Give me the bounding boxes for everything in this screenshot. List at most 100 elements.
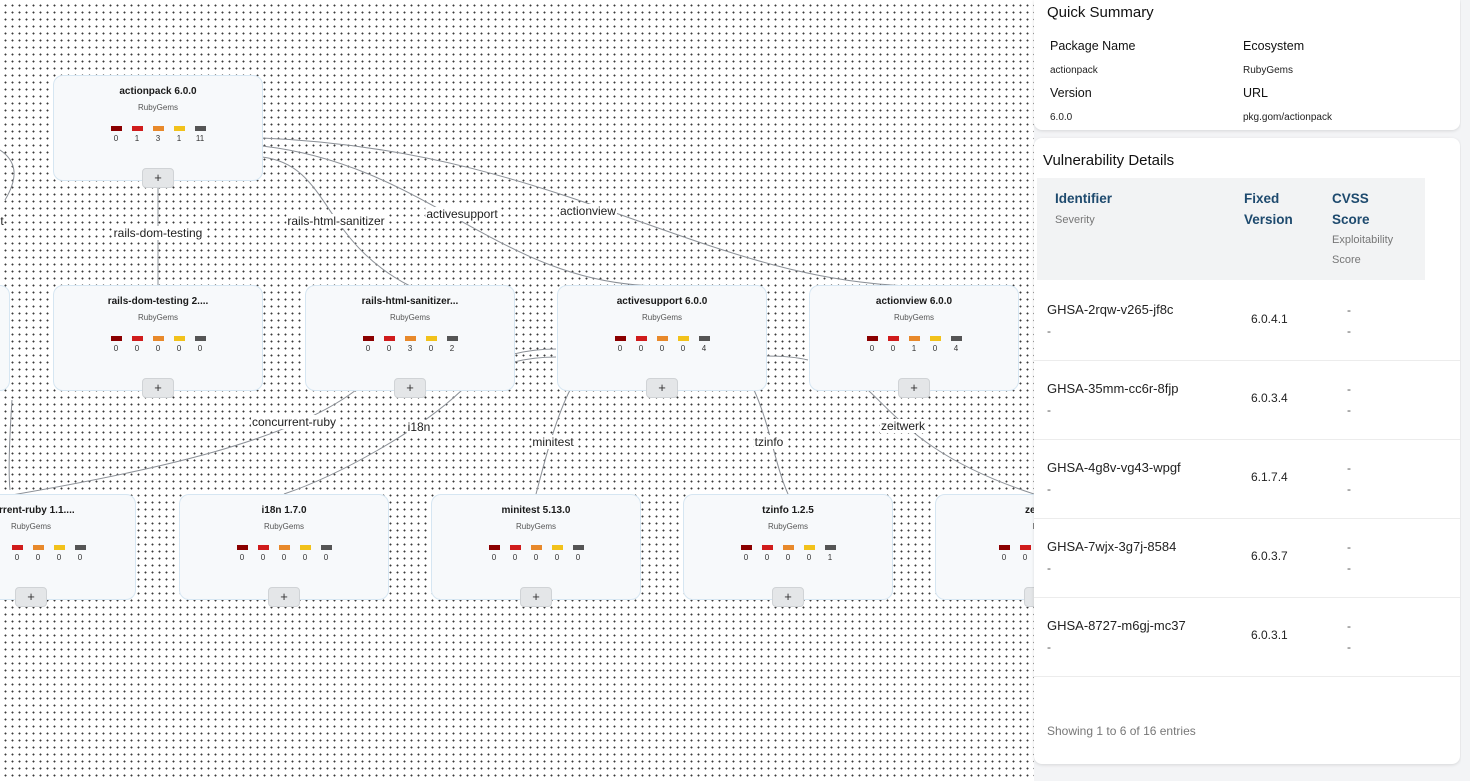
severity-count: 0 — [425, 336, 437, 353]
expand-node-button[interactable]: + — [15, 587, 47, 607]
column-exploitability-line2[interactable]: Score — [1332, 254, 1361, 266]
severity-count-value: 3 — [407, 344, 413, 353]
severity-count: 0 — [152, 336, 164, 353]
severity-count-value: 0 — [260, 553, 266, 562]
severity-count: 0 — [131, 336, 143, 353]
severity-color-bar — [635, 336, 647, 341]
fixed-version: 6.0.4.1 — [1251, 312, 1288, 326]
severity-color-bar — [572, 545, 584, 550]
severity-color-bar — [383, 336, 395, 341]
severity-count-value: 4 — [701, 344, 707, 353]
package-node-offscreen[interactable] — [0, 285, 10, 391]
severity-count-value: 1 — [827, 553, 833, 562]
column-fixed-version-line1[interactable]: Fixed — [1244, 191, 1280, 206]
severity-count-value: 0 — [1001, 553, 1007, 562]
edge-i18n — [283, 389, 463, 495]
severity-count-value: 0 — [1022, 553, 1028, 562]
severity-count-value: 0 — [428, 344, 434, 353]
vulnerability-severity: - — [1047, 640, 1051, 654]
expand-node-button[interactable]: + — [772, 587, 804, 607]
expand-node-button[interactable]: + — [394, 378, 426, 398]
cvss-score: - — [1347, 540, 1351, 554]
table-row[interactable]: GHSA-7wjx-3g7j-8584-6.0.3.7-- — [1034, 519, 1460, 598]
table-row[interactable]: GHSA-2rqw-v265-jf8c-6.0.4.1-- — [1034, 282, 1460, 361]
severity-color-bar — [236, 545, 248, 550]
severity-count-value: 0 — [197, 344, 203, 353]
severity-count-value: 0 — [932, 344, 938, 353]
table-row[interactable]: GHSA-4g8v-vg43-wpgf-6.1.7.4-- — [1034, 440, 1460, 519]
severity-count-value: 0 — [617, 344, 623, 353]
severity-color-bar — [110, 126, 122, 131]
expand-node-button[interactable]: + — [142, 168, 174, 188]
package-node-zeitwerk[interactable]: zeitweRub00+ — [935, 494, 1034, 607]
expand-node-button[interactable]: + — [898, 378, 930, 398]
severity-color-bar — [152, 336, 164, 341]
severity-count: 0 — [635, 336, 647, 353]
column-exploitability-line1[interactable]: Exploitability — [1332, 234, 1394, 246]
severity-color-bar — [299, 545, 311, 550]
quick-summary-panel: Quick Summary Package Name actionpack Ec… — [1034, 0, 1460, 130]
severity-count-value: 0 — [77, 553, 83, 562]
severity-count-value: 0 — [806, 553, 812, 562]
fixed-version: 6.1.7.4 — [1251, 470, 1288, 484]
edge-label-tzinfo: tzinfo — [753, 435, 785, 449]
edge-label-offscreen: t — [0, 214, 5, 228]
edge-label-minitest: minitest — [531, 435, 575, 449]
severity-color-bar — [152, 126, 164, 131]
edge-rails-html-sanitizer — [261, 156, 411, 287]
column-severity[interactable]: Severity — [1055, 214, 1095, 226]
expand-node-button[interactable]: + — [1024, 587, 1034, 607]
page-scrollbar[interactable] — [1461, 0, 1470, 781]
cvss-score: - — [1347, 461, 1351, 475]
version-label: Version — [1050, 86, 1092, 100]
edge-concurrent-ruby — [0, 389, 357, 498]
exploitability-score: - — [1347, 403, 1351, 417]
severity-count-value: 0 — [890, 344, 896, 353]
severity-count: 4 — [950, 336, 962, 353]
severity-count: 0 — [803, 545, 815, 562]
column-cvss-line2[interactable]: Score — [1332, 212, 1370, 227]
cvss-score: - — [1347, 303, 1351, 317]
severity-count-value: 0 — [638, 344, 644, 353]
severity-count-value: 3 — [155, 134, 161, 143]
node-ecosystem: Rub — [936, 522, 1034, 531]
expand-node-button[interactable]: + — [646, 378, 678, 398]
severity-count: 3 — [152, 126, 164, 143]
fixed-version: 6.0.3.7 — [1251, 549, 1288, 563]
severity-count: 1 — [908, 336, 920, 353]
severity-count: 0 — [887, 336, 899, 353]
severity-count: 0 — [740, 545, 752, 562]
column-cvss-line1[interactable]: CVSS — [1332, 191, 1369, 206]
severity-count: 1 — [173, 126, 185, 143]
table-row[interactable]: GHSA-8727-m6gj-mc37-6.0.3.1-- — [1034, 598, 1460, 677]
column-fixed-version-line2[interactable]: Version — [1244, 212, 1293, 227]
expand-node-button[interactable]: + — [142, 378, 174, 398]
version-value: 6.0.0 — [1050, 112, 1073, 123]
column-identifier[interactable]: Identifier — [1055, 191, 1113, 206]
table-row[interactable]: GHSA-35mm-cc6r-8fjp-6.0.3.4-- — [1034, 361, 1460, 440]
node-ecosystem: RubyGems — [389, 313, 430, 322]
severity-color-bar — [131, 336, 143, 341]
severity-count: 11 — [194, 126, 206, 143]
expand-node-button[interactable]: + — [268, 587, 300, 607]
expand-node-button[interactable]: + — [520, 587, 552, 607]
edge-label-activesupport: activesupport — [425, 207, 499, 221]
package-name-label: Package Name — [1050, 39, 1136, 53]
dependency-graph-canvas[interactable]: t rails-dom-testing rails-html-sanitizer… — [0, 0, 1034, 781]
severity-count: 3 — [404, 336, 416, 353]
severity-count-value: 0 — [575, 553, 581, 562]
severity-count: 0 — [362, 336, 374, 353]
url-value: pkg.gom/actionpack — [1243, 112, 1332, 123]
severity-color-bar — [698, 336, 710, 341]
